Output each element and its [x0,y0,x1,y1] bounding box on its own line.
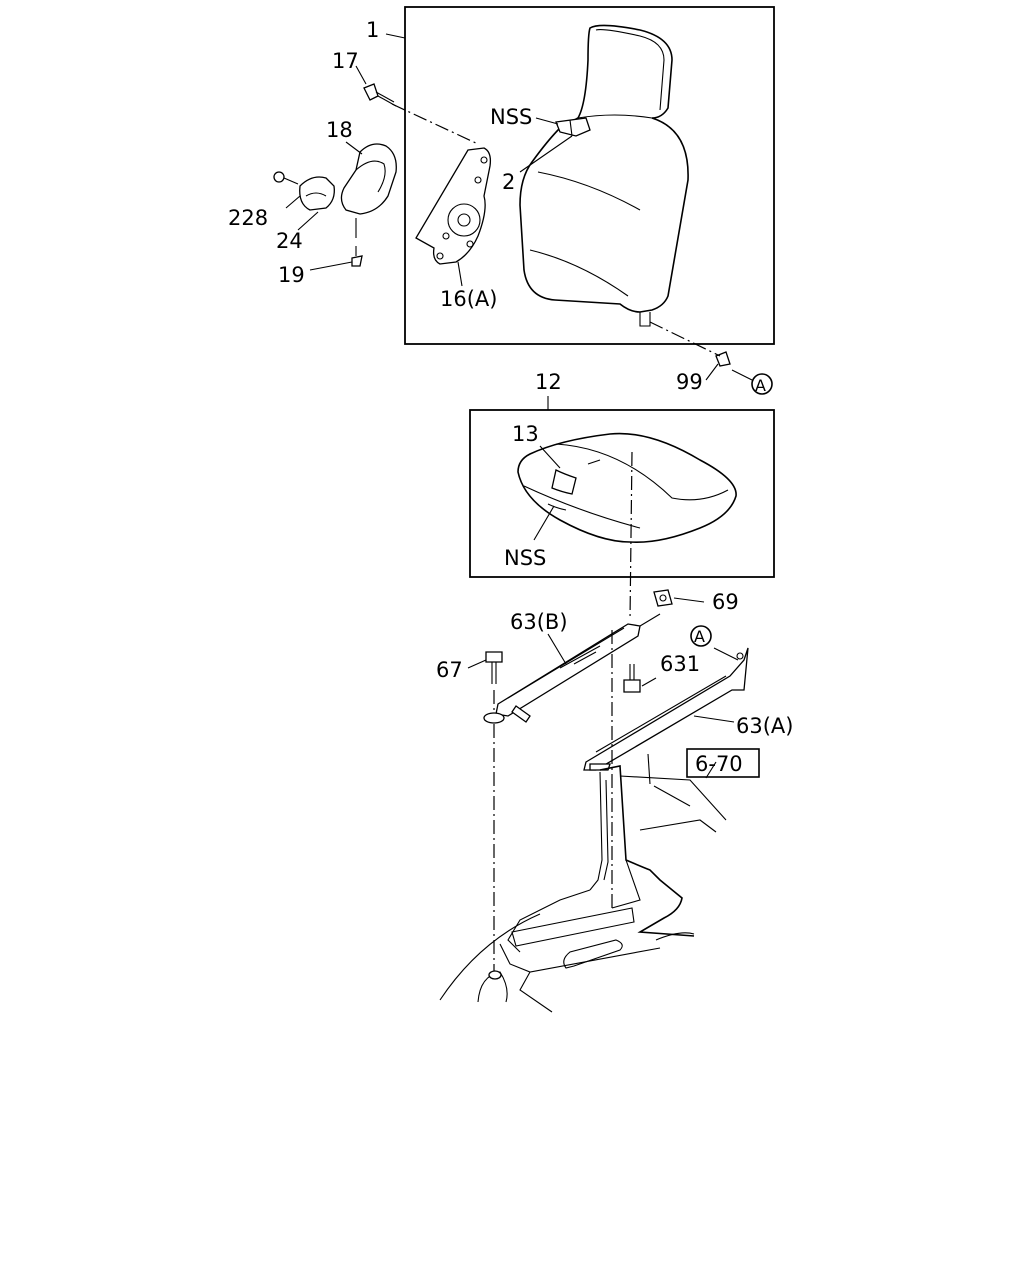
nut-69 [653,589,673,607]
seat-back-cushion [519,24,689,327]
callout-1: 1 [366,18,379,42]
leader-lines-top [285,33,753,381]
ref-text-6-70: 6-70 [695,752,743,776]
floor-panel [439,753,727,1013]
nss-strap-top [555,117,591,137]
seat-back-group-box [404,6,775,345]
callout-228: 228 [228,206,268,230]
washer-67 [483,712,505,724]
callout-16a: 16(A) [440,287,497,311]
recliner-cover [340,143,397,215]
recliner-knob [299,176,335,211]
screw-228 [273,171,299,185]
ref-letter-a-top: A [755,376,766,395]
ref-marker-a-right [690,625,712,647]
callout-63b: 63(B) [510,610,568,634]
bolt-17 [363,83,397,107]
ref-marker-a-top [751,373,773,395]
ref-letter-a-right: A [694,627,705,646]
callout-nss-bottom: NSS [504,546,546,570]
callout-69: 69 [712,590,739,614]
seat-cushion [517,432,737,544]
callout-67: 67 [436,658,463,682]
callout-12: 12 [535,370,562,394]
callout-63a: 63(A) [736,714,793,738]
callout-24: 24 [276,229,303,253]
seat-cushion-group-box [469,409,775,578]
nss-strap-bottom [547,469,577,511]
recliner-hinge [415,147,492,265]
callout-99: 99 [676,370,703,394]
callout-2: 2 [502,170,515,194]
callout-631: 631 [660,652,700,676]
nut-99 [715,351,731,367]
callout-17: 17 [332,49,359,73]
seat-rail-b [495,623,641,723]
callout-13: 13 [512,422,539,446]
callout-19: 19 [278,263,305,287]
screw-19 [351,218,363,267]
callout-18: 18 [326,118,353,142]
callout-nss-top: NSS [490,105,532,129]
bolt-631 [623,664,641,693]
bolt-67 [485,651,503,684]
ref-box-6-70 [686,748,760,778]
